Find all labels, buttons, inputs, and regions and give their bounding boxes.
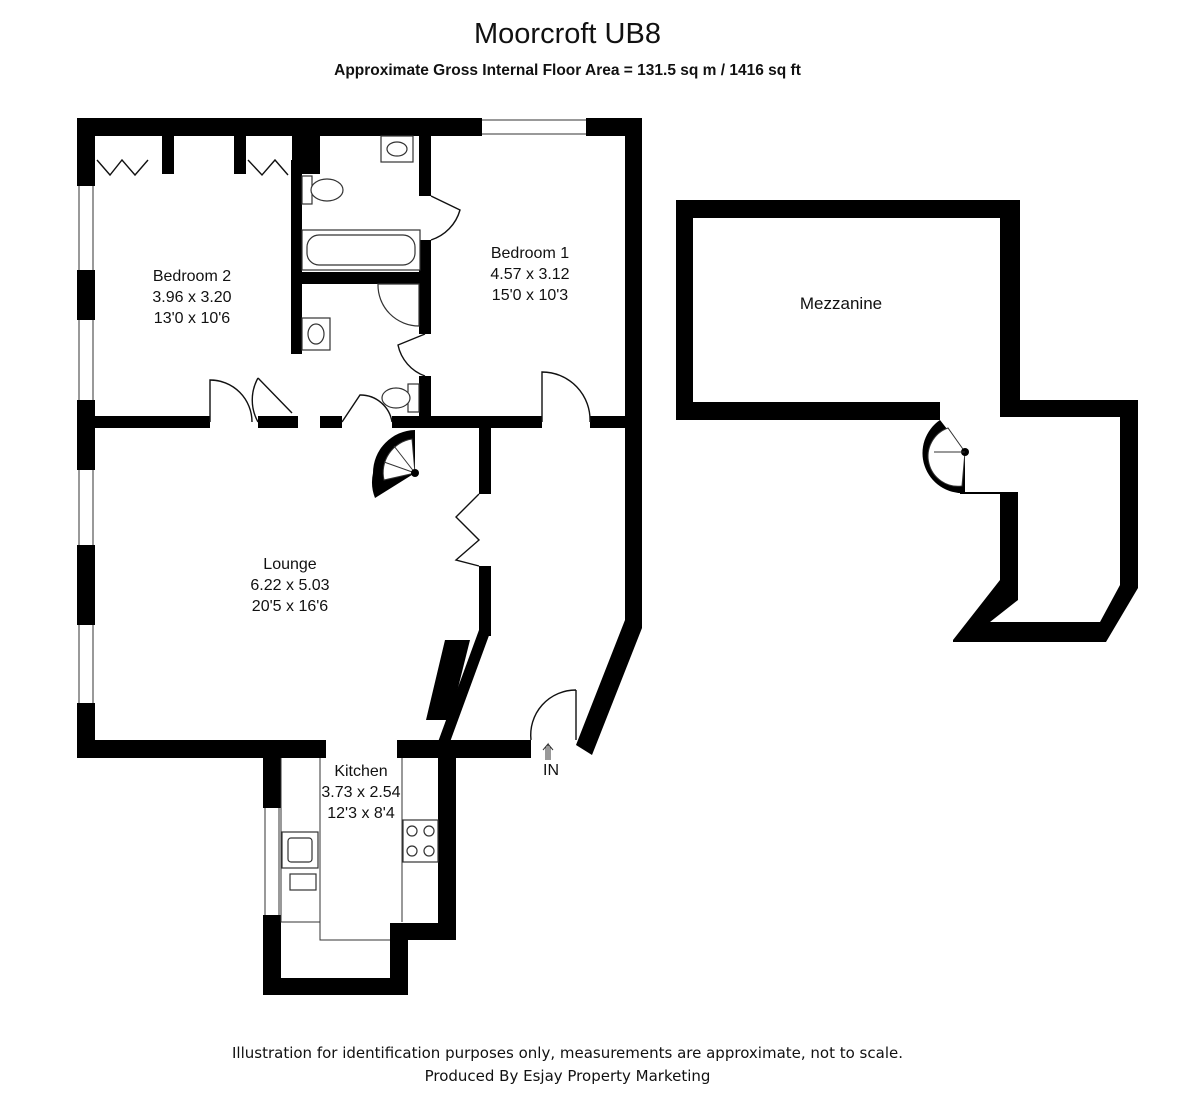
- room-label-lounge: Lounge 6.22 x 5.03 20'5 x 16'6: [250, 556, 329, 615]
- kitchen-imperial: 12'3 x 8'4: [327, 805, 395, 822]
- bedroom-2-metric: 3.96 x 3.20: [152, 289, 231, 306]
- bedroom-2-name: Bedroom 2: [153, 268, 231, 285]
- floor-area-subtitle: Approximate Gross Internal Floor Area = …: [334, 62, 801, 79]
- kitchen-name: Kitchen: [334, 763, 387, 780]
- producer-credit: Produced By Esjay Property Marketing: [424, 1067, 711, 1085]
- disclaimer-text: Illustration for identification purposes…: [232, 1044, 903, 1062]
- kitchen-fixtures: [280, 758, 439, 941]
- kitchen-metric: 3.73 x 2.54: [321, 784, 400, 801]
- room-label-kitchen: Kitchen 3.73 x 2.54 12'3 x 8'4: [321, 763, 400, 822]
- entrance-label: IN: [543, 762, 559, 779]
- lounge-imperial: 20'5 x 16'6: [252, 598, 328, 615]
- bedroom-2-imperial: 13'0 x 10'6: [154, 310, 230, 327]
- mezzanine-label: Mezzanine: [800, 294, 882, 313]
- lounge-metric: 6.22 x 5.03: [250, 577, 329, 594]
- bathroom-fixtures: [301, 135, 421, 413]
- bedroom-1-metric: 4.57 x 3.12: [490, 266, 569, 283]
- bedroom-1-imperial: 15'0 x 10'3: [492, 287, 568, 304]
- lounge-name: Lounge: [263, 556, 316, 573]
- room-label-bedroom-1: Bedroom 1 4.57 x 3.12 15'0 x 10'3: [490, 245, 569, 304]
- main-floor-walls: [77, 118, 642, 995]
- entrance-arrow: [542, 742, 554, 760]
- door-swings: [96, 158, 591, 741]
- spiral-staircase: [371, 430, 419, 498]
- bedroom-1-name: Bedroom 1: [491, 245, 569, 262]
- mezzanine-stair: [922, 420, 969, 494]
- plan-title: Moorcroft UB8: [474, 18, 661, 50]
- mezzanine-walls: [676, 200, 1138, 642]
- room-label-bedroom-2: Bedroom 2 3.96 x 3.20 13'0 x 10'6: [152, 268, 231, 327]
- windows: [78, 119, 586, 915]
